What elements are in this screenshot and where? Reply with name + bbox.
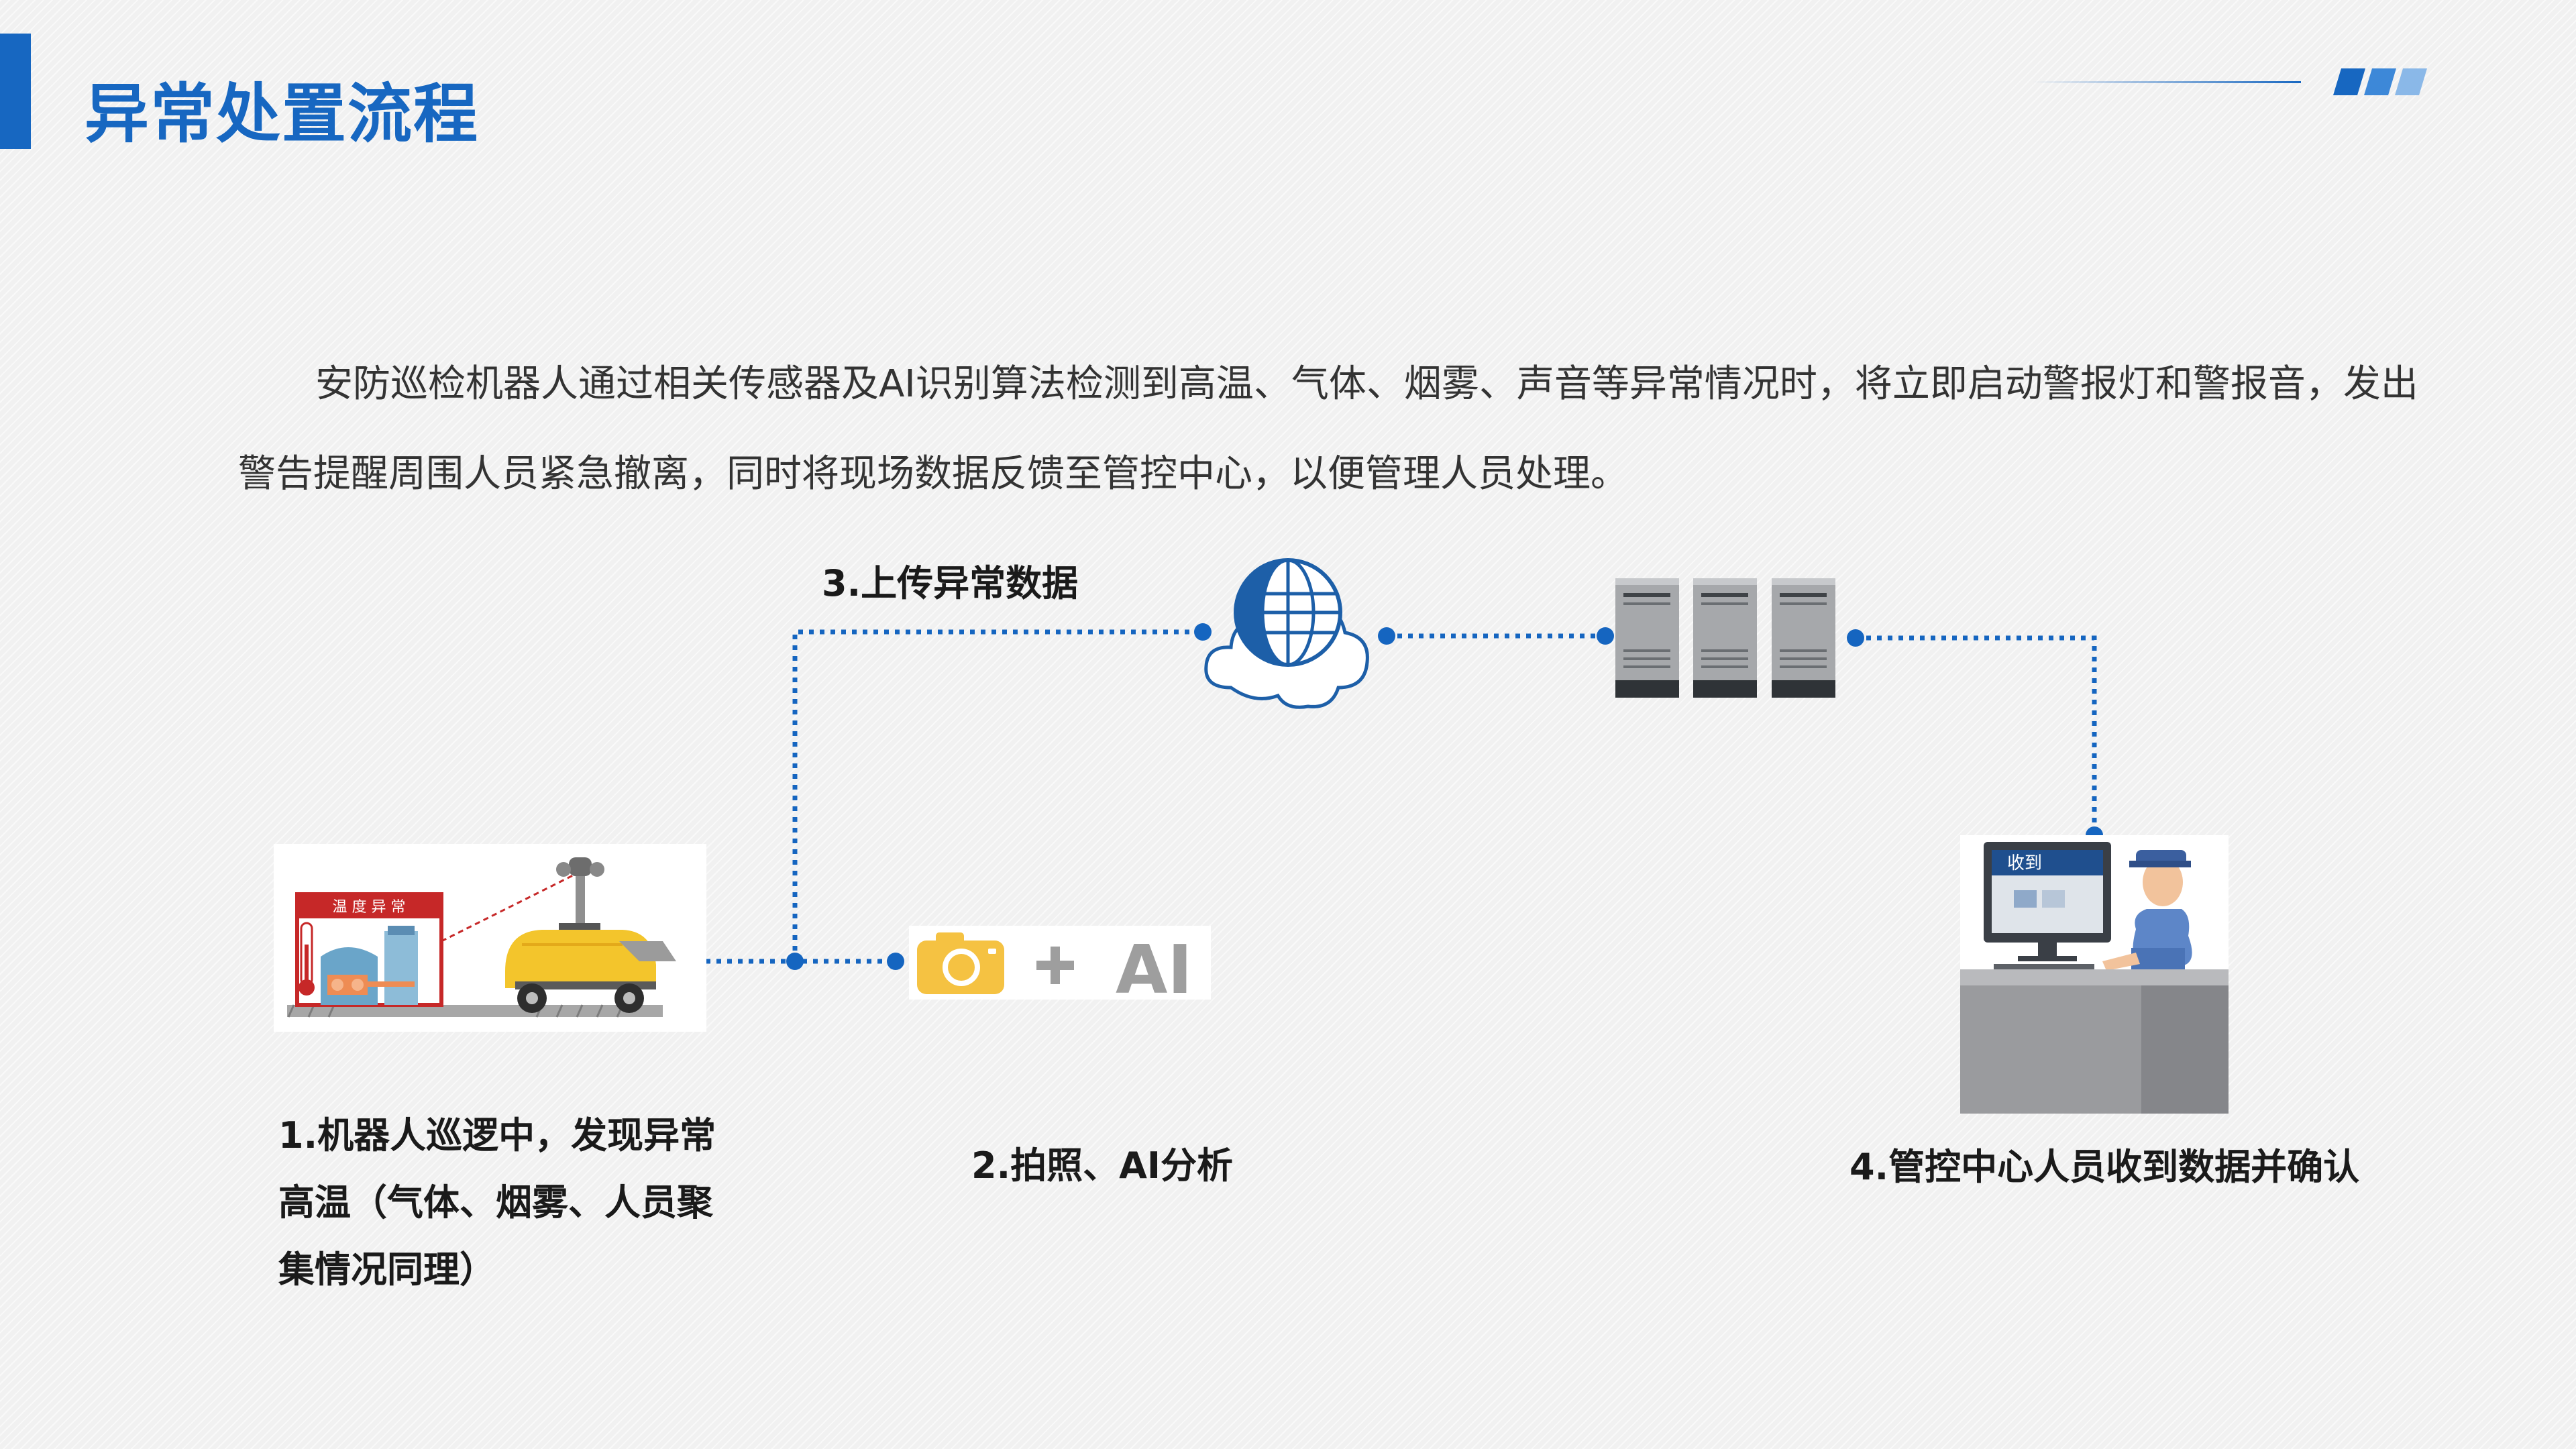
warning-sign-text: 温 度 异 常: [333, 899, 406, 916]
connector-dot: [1847, 629, 1864, 647]
plus-icon: [1036, 947, 1074, 984]
server-unit: [1693, 578, 1757, 698]
page-title: 异常处置流程: [85, 76, 479, 152]
step-1-label: 1.机器人巡逻中，发现异常高温（气体、烟雾、人员聚集情况同理）: [278, 1114, 716, 1291]
header-stripes-icon: [2333, 68, 2427, 95]
header-decorative-line: [2033, 81, 2301, 83]
monitor-text: 收到: [2007, 853, 2042, 873]
factory-equipment-icon: [321, 926, 418, 1005]
camera-icon: [917, 932, 1004, 994]
connector-dot: [1378, 627, 1395, 645]
server-unit: [1772, 578, 1835, 698]
ai-text: AI: [1116, 930, 1193, 1000]
intro-paragraph: 安防巡检机器人通过相关传感器及AI识别算法检测到高温、气体、烟雾、声音等异常情况…: [238, 362, 2418, 496]
connector-dot: [887, 953, 904, 970]
camera-ai-illustration: AI: [909, 926, 1211, 1000]
step-4-label: 4.管控中心人员收到数据并确认: [1849, 1146, 2360, 1188]
step-2-label: 2.拍照、AI分析: [971, 1144, 1233, 1187]
connector-servers-to-center: [1856, 635, 2097, 835]
server-rack-icon: [1615, 578, 1835, 698]
server-unit: [1615, 578, 1679, 698]
step-3-label: 3.上传异常数据: [822, 562, 1079, 604]
thermometer-icon: [299, 922, 315, 996]
cloud-globe-icon: [1204, 558, 1369, 709]
title-accent-bar: [0, 34, 31, 149]
connector-dot: [786, 953, 804, 970]
control-center-illustration: 收到: [1960, 835, 2229, 1114]
connector-junction-to-cloud: [792, 629, 1203, 961]
connector-dot: [1597, 627, 1614, 645]
operator-figure: [2102, 850, 2192, 978]
robot-patrol-illustration: 温 度 异 常: [274, 844, 706, 1032]
patrol-robot-icon: [505, 857, 676, 1013]
